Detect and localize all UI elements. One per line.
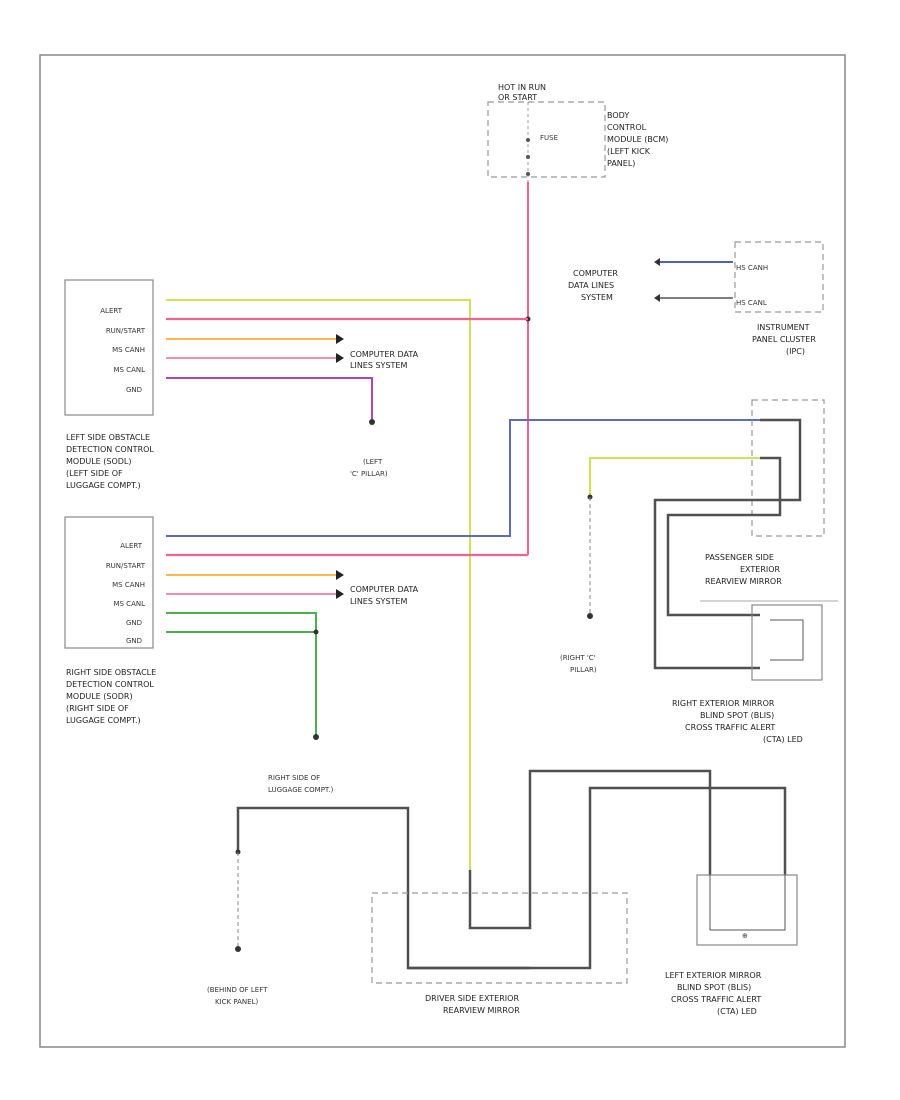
sodl-signal-1: ALERT [100, 307, 122, 315]
left-bliss-led-path [709, 875, 786, 931]
sodl-alert-wire [166, 299, 471, 870]
sodl-label-2: DETECTION CONTROL [66, 445, 154, 454]
left-kick-ground-dot [235, 946, 241, 952]
sodr-signal-3: MS CANH [112, 581, 145, 589]
sodl-arrow-1 [336, 334, 344, 344]
ground-left-c-dot [369, 419, 375, 425]
right-bliss-box [751, 604, 823, 681]
sodl-label-3: MODULE (SODL) [66, 457, 132, 466]
bcm-fuse-label-1: FUSE [540, 134, 558, 142]
hot-in-run-label-2: OR START [498, 93, 537, 102]
right-mirror-yg-wire [589, 457, 760, 497]
sodr-label-3: MODULE (SODR) [66, 692, 133, 701]
sodr-signal-1: ALERT [120, 542, 142, 550]
sodr-cds-2: LINES SYSTEM [350, 597, 407, 606]
passenger-mirror-label-2: EXTERIOR [740, 565, 781, 574]
diagram-frame [39, 54, 846, 1048]
bcm-label-4: (LEFT KICK [607, 147, 651, 156]
right-bliss-label-1: RIGHT EXTERIOR MIRROR [672, 699, 775, 708]
left-kick-label-1: (BEHIND OF LEFT [207, 986, 268, 994]
left-bliss-label-4: (CTA) LED [717, 1007, 757, 1016]
sodl-box [64, 279, 154, 416]
sodr-label-5: LUGGAGE COMPT.) [66, 716, 141, 725]
left-bliss-box [696, 874, 798, 946]
left-bliss-label-2: BLIND SPOT (BLIS) [677, 983, 751, 992]
sodl-signal-2: RUN/START [106, 327, 146, 335]
right-c-ground-dot [587, 613, 593, 619]
ground-right-dot [313, 734, 319, 740]
sodl-signal-3: MS CANH [112, 346, 145, 354]
ipc-arrow-2 [654, 294, 660, 302]
ipc-signal-2: HS CANL [736, 299, 767, 307]
right-c-label-1: (RIGHT 'C' [560, 654, 596, 662]
sodr-cds-1: COMPUTER DATA [350, 585, 419, 594]
bcm-label-3: MODULE (BCM) [607, 135, 668, 144]
right-bliss-led-path [770, 619, 804, 661]
sodr-label-2: DETECTION CONTROL [66, 680, 154, 689]
right-mirror-dark-wire-1 [653, 418, 802, 670]
right-mirror-dark-wire-2 [666, 456, 782, 617]
sodl-gnd-wire [166, 377, 373, 420]
driver-mirror-label-2: REARVIEW MIRROR [443, 1006, 520, 1015]
ipc-label-2: PANEL CLUSTER [752, 335, 816, 344]
sodr-label-4: (RIGHT SIDE OF [66, 704, 129, 713]
sodr-alert-wire [166, 419, 760, 537]
splice-ground-right-dot [313, 629, 319, 635]
sodl-label-5: LUGGAGE COMPT.) [66, 481, 141, 490]
right-bliss-label-4: (CTA) LED [763, 735, 803, 744]
sodr-box [64, 516, 154, 649]
ipc-signal-1: HS CANH [736, 264, 768, 272]
sodr-signal-5: GND [126, 619, 142, 627]
driver-mirror-box [371, 892, 628, 984]
ipc-cds-3: SYSTEM [581, 293, 613, 302]
sodr-gnd-wire-1 [166, 612, 317, 735]
ipc-box [734, 241, 824, 313]
bcm-box [487, 101, 606, 178]
sodl-signal-5: GND [126, 386, 142, 394]
right-c-label-2: PILLAR) [570, 666, 597, 674]
left-kick-label-2: KICK PANEL) [215, 998, 258, 1006]
bcm-dot-1 [526, 138, 530, 142]
ipc-arrow-1 [654, 258, 660, 266]
sodr-arrow-2 [336, 589, 344, 599]
passenger-mirror-label-3: REARVIEW MIRROR [705, 577, 782, 586]
sodl-cds-1: COMPUTER DATA [350, 350, 419, 359]
ground-left-c-label-1: (LEFT [363, 458, 383, 466]
ground-right-label-2: LUGGAGE COMPT.) [268, 786, 334, 794]
left-bliss-led-mark: ⊕ [742, 932, 748, 940]
left-kick-dark-wire [236, 806, 530, 970]
left-bliss-label-3: CROSS TRAFFIC ALERT [671, 995, 761, 1004]
ipc-cds-2: DATA LINES [568, 281, 614, 290]
bcm-label-5: PANEL) [607, 159, 635, 168]
hot-in-run-label-1: HOT IN RUN [498, 83, 546, 92]
passenger-mirror-box [751, 399, 825, 537]
sodr-signal-2: RUN/START [106, 562, 146, 570]
sodl-label-1: LEFT SIDE OBSTACLE [66, 433, 150, 442]
passenger-mirror-label-1: PASSENGER SIDE [705, 553, 774, 562]
sodl-arrow-2 [336, 353, 344, 363]
sodl-cds-2: LINES SYSTEM [350, 361, 407, 370]
sodl-signal-4: MS CANL [113, 366, 145, 374]
right-bliss-label-3: CROSS TRAFFIC ALERT [685, 723, 775, 732]
ipc-cds-1: COMPUTER [573, 269, 618, 278]
left-bliss-dark-wire-2 [408, 786, 787, 970]
ground-left-c-label-2: 'C' PILLAR) [350, 470, 388, 478]
sodr-signal-6: GND [126, 637, 142, 645]
ground-right-label-1: RIGHT SIDE OF [268, 774, 320, 782]
sodl-label-4: (LEFT SIDE OF [66, 469, 123, 478]
bcm-dot-2 [526, 155, 530, 159]
sodr-signal-4: MS CANL [113, 600, 145, 608]
bcm-label-2: CONTROL [607, 123, 647, 132]
sodr-label-1: RIGHT SIDE OBSTACLE [66, 668, 156, 677]
ipc-label-1: INSTRUMENT [757, 323, 810, 332]
ipc-label-3: (IPC) [786, 347, 805, 356]
bcm-label-1: BODY [607, 111, 629, 120]
sodr-arrow-1 [336, 570, 344, 580]
right-bliss-label-2: BLIND SPOT (BLIS) [700, 711, 774, 720]
driver-mirror-label-1: DRIVER SIDE EXTERIOR [425, 994, 519, 1003]
bcm-dot-3 [526, 172, 530, 176]
left-bliss-label-1: LEFT EXTERIOR MIRROR [665, 971, 762, 980]
